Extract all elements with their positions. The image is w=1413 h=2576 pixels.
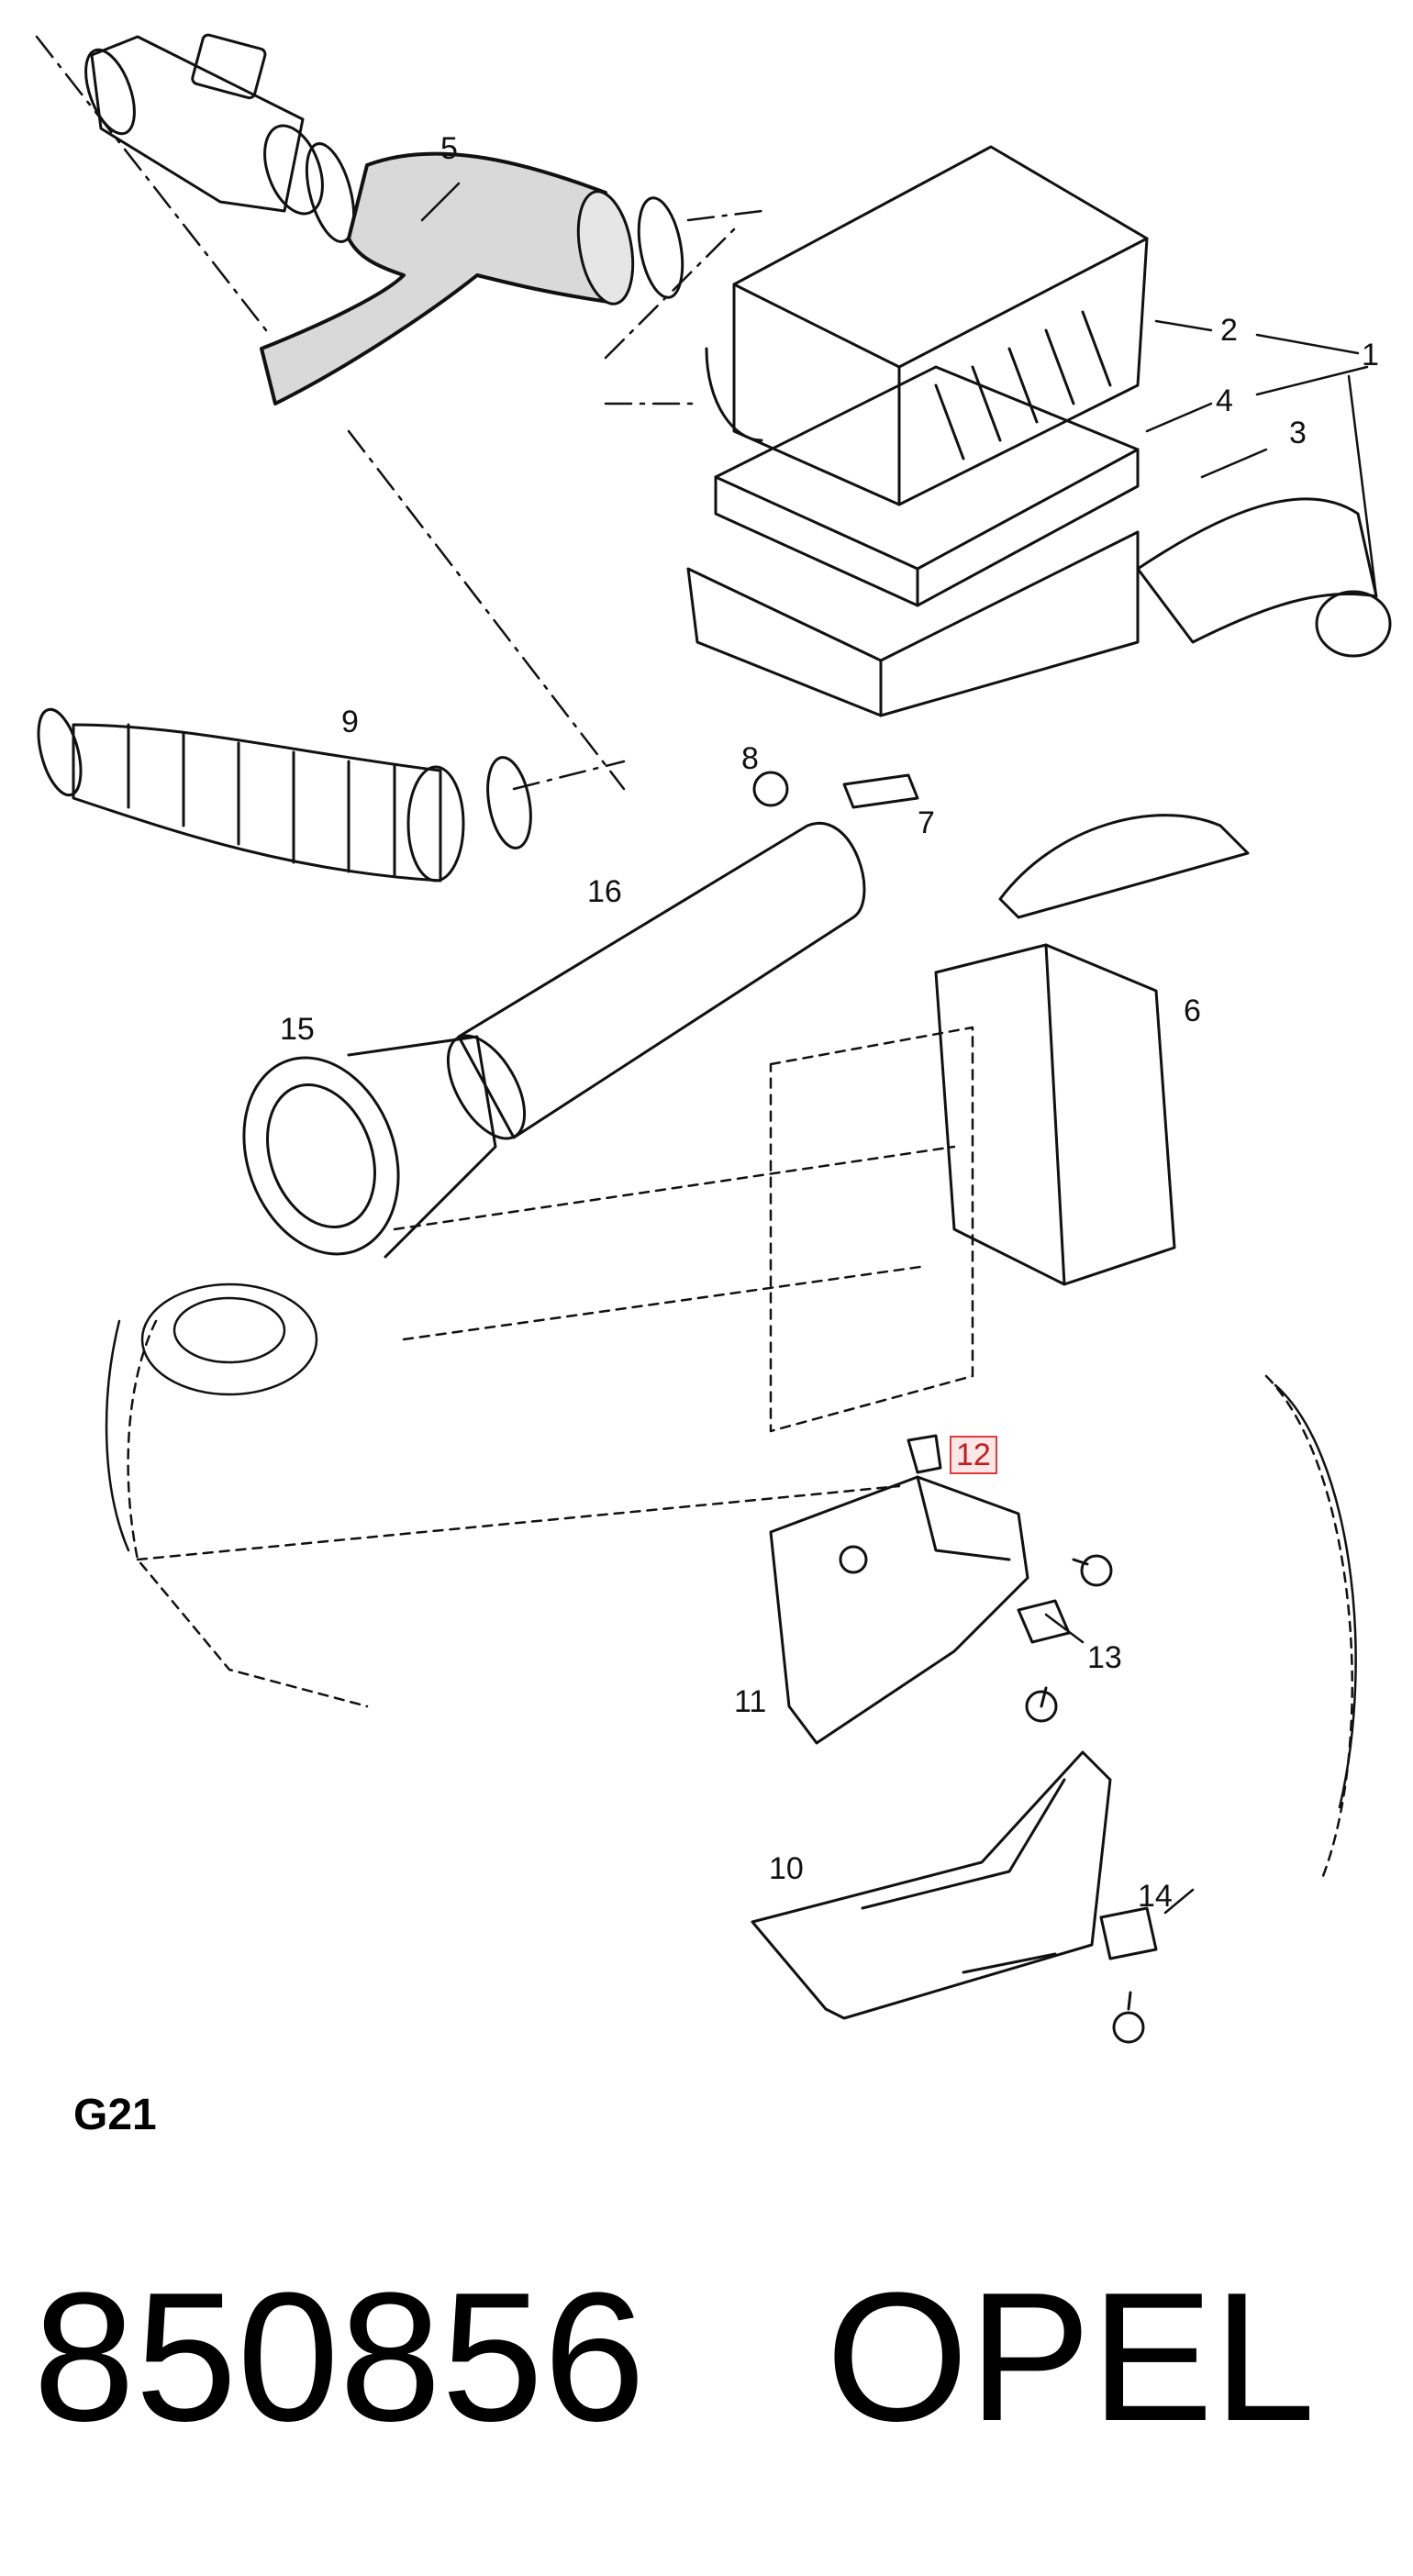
small-clip-icon — [907, 1434, 942, 1474]
callout-label: 14 — [1138, 1879, 1173, 1914]
resonator-box-icon — [934, 943, 1176, 1286]
callout-label: 1 — [1362, 338, 1379, 372]
callout-label: 13 — [1087, 1640, 1122, 1675]
filter-tube-icon — [446, 821, 866, 1140]
air-filter-housing-upper-icon — [705, 145, 1149, 506]
mounting-bracket-icon — [769, 1475, 1029, 1745]
air-duct-icon — [1136, 497, 1392, 658]
leader-lines — [35, 35, 763, 791]
callout-leaders — [420, 182, 1378, 1915]
callout-label: 2 — [1220, 313, 1238, 348]
callout-label: 10 — [769, 1851, 804, 1886]
airflow-sensor-icon — [84, 33, 324, 216]
vehicle-body-outline — [127, 1026, 1353, 1882]
callout-label: 3 — [1289, 416, 1307, 450]
callout-label: 8 — [741, 741, 759, 776]
air-inlet-funnel-icon — [242, 1035, 497, 1259]
cover-plate-icon — [998, 814, 1250, 919]
part-number: 850856 — [33, 2255, 646, 2459]
lower-duct-icon — [751, 1750, 1112, 2020]
section-code: G21 — [73, 2091, 157, 2139]
intake-hose-icon — [260, 151, 635, 405]
filter-element-icon — [714, 365, 1140, 607]
callout-label: 7 — [918, 805, 935, 840]
corrugated-hose-icon — [72, 723, 465, 883]
callout-label: 9 — [341, 705, 359, 739]
air-filter-housing-lower-icon — [686, 530, 1140, 717]
fitting-icon — [752, 771, 919, 809]
callout-label-highlighted[interactable]: 12 — [950, 1436, 997, 1474]
callout-label: 16 — [587, 874, 622, 909]
callout-label: 15 — [280, 1012, 315, 1047]
callout-label: 11 — [734, 1684, 767, 1719]
callout-label: 4 — [1216, 383, 1233, 418]
callout-label: 6 — [1184, 994, 1201, 1028]
callout-label: 5 — [440, 131, 458, 166]
hose-clamp-icon — [37, 142, 684, 849]
vehicle-body-solid — [105, 1282, 1357, 1809]
brand-name: OPEL — [826, 2255, 1316, 2459]
